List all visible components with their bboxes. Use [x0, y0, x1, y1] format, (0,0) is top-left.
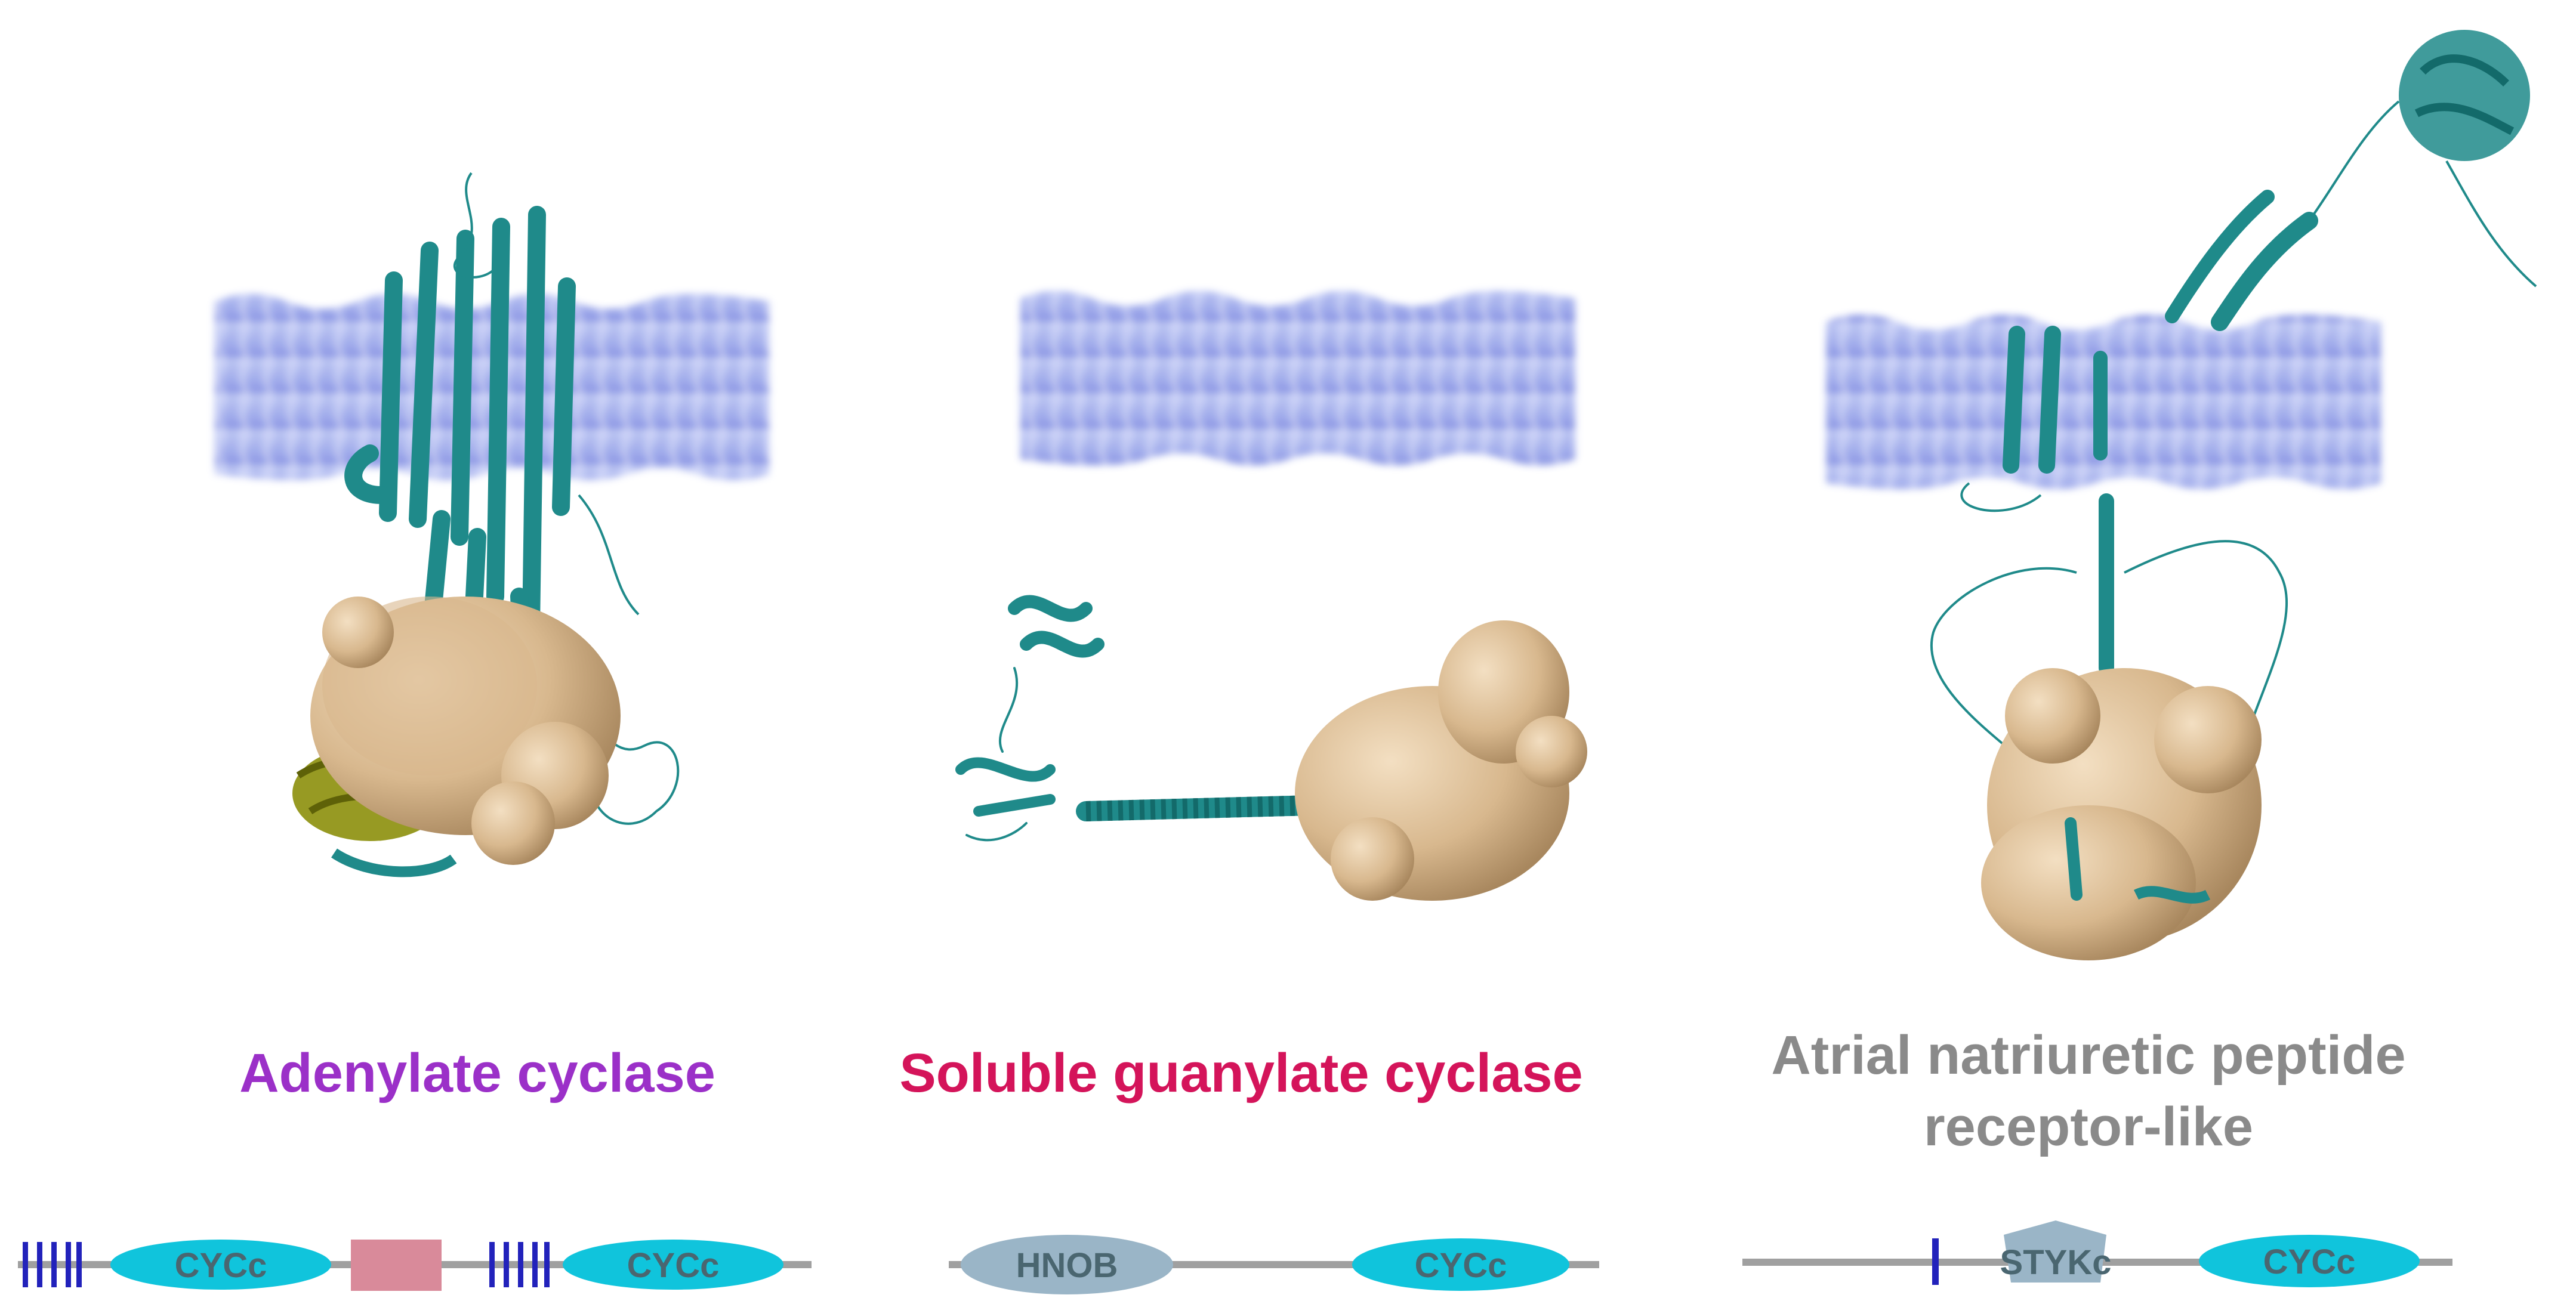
cycc-domain-label: CYCc: [627, 1246, 720, 1285]
panel-title-soluble-guanylate-cyclase: Soluble guanylate cyclase: [899, 1043, 1582, 1104]
stykc-domain-label: STYKc: [2000, 1243, 2112, 1282]
protein-loops: [1930, 482, 2288, 747]
cycc-domain: [1352, 1238, 1569, 1291]
stykc-domain: [2004, 1220, 2106, 1283]
hnob-domain: [961, 1235, 1173, 1294]
protein-helices: [2003, 190, 2318, 676]
domain-diagram-anp-receptor: STYKc CYCc: [1742, 1220, 2452, 1287]
transmembrane-segment: [1932, 1238, 1939, 1285]
extracellular-beta-domain: [2308, 30, 2537, 288]
sphere-domain: [310, 597, 621, 865]
panel-anp-receptor-like: [1826, 30, 2537, 960]
domain-diagram-adenylate-cyclase: CYCc CYCc: [18, 1240, 812, 1291]
pink-box-domain: [351, 1240, 442, 1291]
cycc-domain-label: CYCc: [175, 1246, 267, 1285]
sphere-domain: [1981, 668, 2262, 960]
panel-soluble-guanylate-cyclase: [955, 291, 1587, 901]
cycc-domain-label: CYCc: [2263, 1243, 2356, 1281]
membrane-bilayer: [1020, 291, 1575, 465]
panel-title-anp-receptor-line1: Atrial natriuretic peptide: [1771, 1025, 2405, 1086]
lower-helix: [331, 848, 457, 877]
protein-structure-small-domains: [955, 595, 1105, 842]
panel-title-anp-receptor-line2: receptor-like: [1924, 1096, 2253, 1157]
sphere-domain: [1295, 620, 1587, 901]
cycc-domain: [2199, 1235, 2420, 1287]
hnob-domain-label: HNOB: [1016, 1246, 1118, 1285]
transmembrane-segments: [23, 1242, 82, 1287]
panel-adenylate-cyclase: [215, 172, 770, 877]
cycc-domain: [110, 1240, 331, 1290]
panel-title-adenylate-cyclase: Adenylate cyclase: [239, 1043, 715, 1104]
cycc-domain: [563, 1240, 783, 1290]
coiled-coil-helix: [1076, 795, 1323, 821]
transmembrane-segments: [489, 1242, 550, 1287]
cycc-domain-label: CYCc: [1415, 1246, 1507, 1285]
domain-diagram-soluble-guanylate-cyclase: HNOB CYCc: [949, 1235, 1599, 1294]
